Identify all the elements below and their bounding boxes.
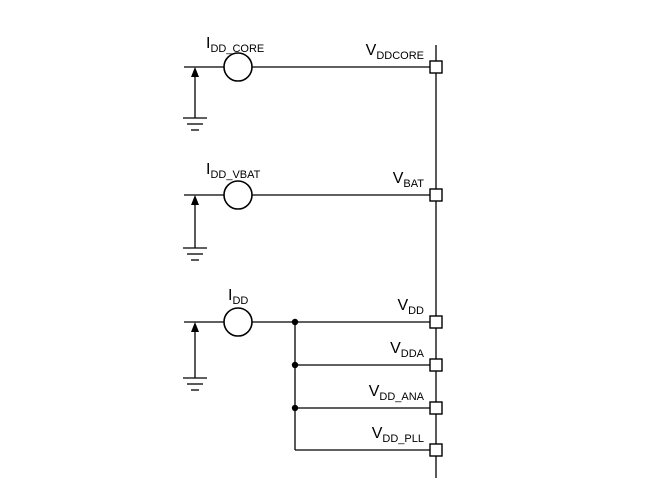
- vbat-arrow-icon: [191, 195, 199, 205]
- core-supply-branch: [183, 52, 443, 131]
- pin-label-vdd-ana: VDD_ANA: [369, 383, 425, 403]
- core-ground-icon: [183, 117, 207, 131]
- core-current-source: [223, 52, 253, 82]
- vbat-current-source: [223, 180, 253, 210]
- current-label-core: IDD_CORE: [206, 35, 264, 55]
- pin-label-vdda: VDDA: [390, 340, 425, 360]
- vddcore-pin: [429, 60, 443, 74]
- vdd-current-source: [223, 307, 253, 337]
- vdda-pin: [429, 358, 443, 372]
- vdd-pin: [429, 315, 443, 329]
- current-label-vbat: IDD_VBAT: [206, 161, 261, 181]
- vbat-pin: [429, 188, 443, 202]
- vdd-pll-pin: [429, 443, 443, 457]
- vdd-ana-pin: [429, 401, 443, 415]
- junction-dot: [291, 361, 299, 369]
- pin-label-vddcore: VDDCORE: [366, 42, 424, 62]
- junction-dot: [291, 318, 299, 326]
- junction-dot: [291, 404, 299, 412]
- vbat-ground-icon: [183, 247, 207, 261]
- vdd-arrow-icon: [191, 322, 199, 332]
- vbat-supply-branch: [183, 180, 443, 261]
- pin-label-vdd: VDD: [397, 297, 424, 317]
- vdd-ground-icon: [183, 377, 207, 391]
- pin-label-vdd-pll: VDD_PLL: [372, 425, 424, 445]
- vdd-supply-branch: [183, 307, 443, 457]
- pin-label-vbat: VBAT: [393, 170, 425, 190]
- current-label-vdd: IDD: [228, 287, 248, 307]
- core-arrow-icon: [191, 67, 199, 77]
